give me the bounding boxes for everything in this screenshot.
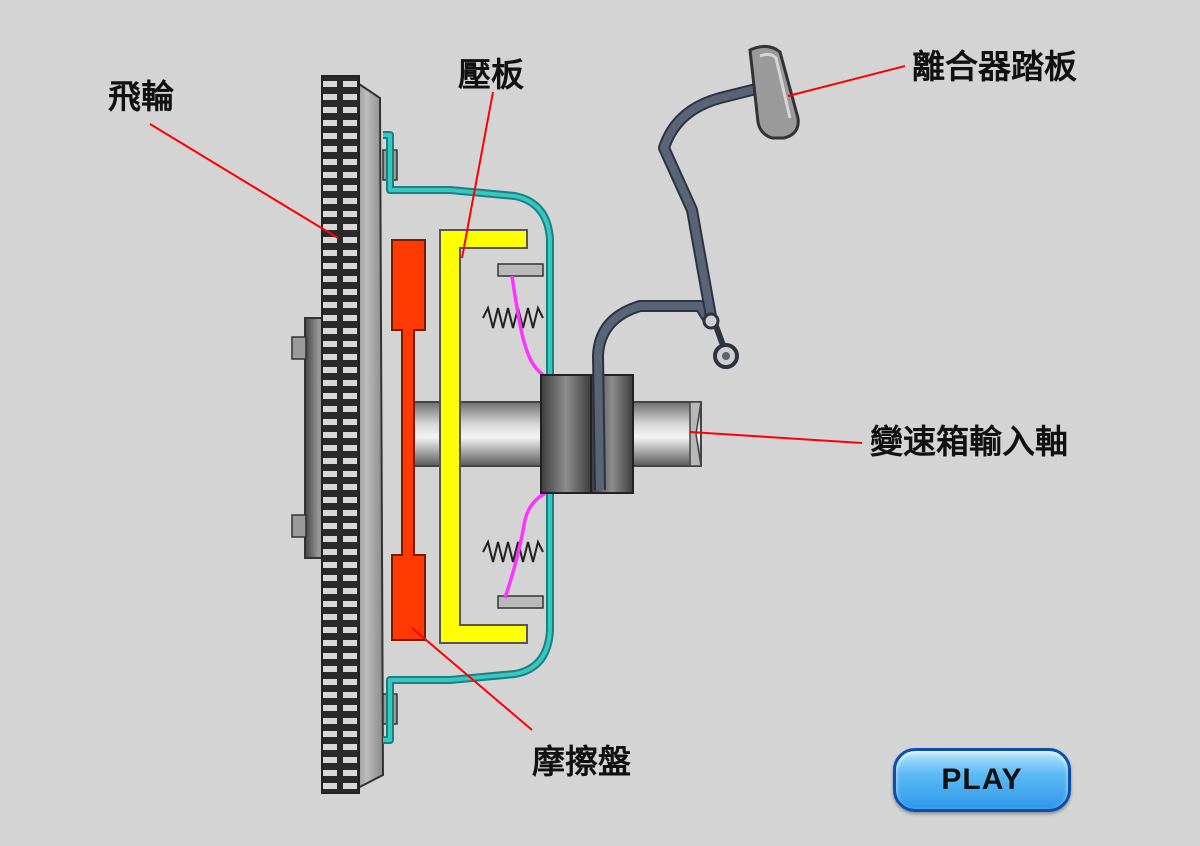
leader-lines <box>149 65 906 731</box>
coil-springs <box>482 263 549 609</box>
friction-disc-label: 摩擦盤 <box>532 742 631 781</box>
clutch-pedal-linkage <box>592 80 770 491</box>
pressure-plate <box>439 229 528 644</box>
clutch-pedal-label: 離合器踏板 <box>912 47 1077 86</box>
leader-flywheel <box>149 123 339 239</box>
clutch-pedal-pad <box>748 45 800 140</box>
leader-input-shaft <box>689 431 863 444</box>
leader-pressure-plate <box>461 91 494 259</box>
flywheel-label: 飛輪 <box>108 77 174 116</box>
leader-friction-disc <box>411 627 533 731</box>
input-shaft-label: 變速箱輸入軸 <box>870 422 1068 461</box>
flywheel <box>321 75 398 794</box>
play-button[interactable]: PLAY <box>893 748 1071 812</box>
pressure-plate-label: 壓板 <box>458 55 524 94</box>
leader-clutch-pedal <box>787 65 906 97</box>
play-button-label: PLAY <box>941 763 1023 796</box>
release-bearing <box>540 374 634 494</box>
